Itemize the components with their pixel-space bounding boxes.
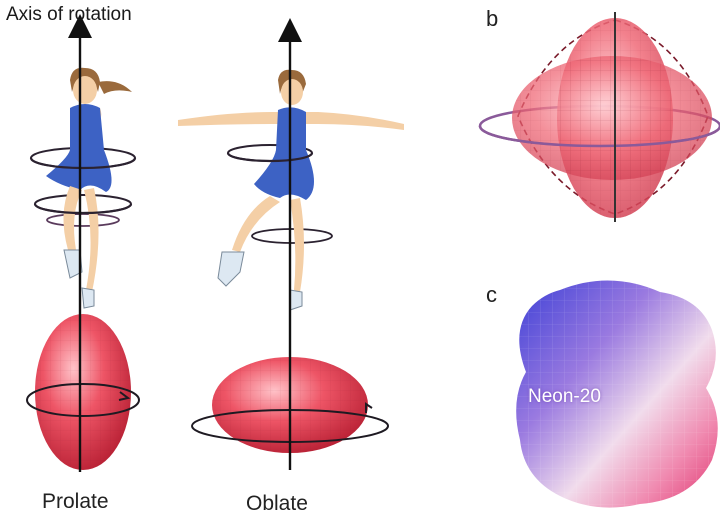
skater-leg-left [63, 186, 82, 250]
skater-leg-right [84, 188, 99, 292]
skate-left [63, 249, 83, 279]
skater-head [73, 76, 97, 104]
axis-of-rotation-label: Axis of rotation [6, 4, 132, 25]
oblate-skater-leg-right [290, 198, 304, 292]
skater-ponytail [98, 81, 132, 94]
oblate-skater-leg-left [232, 196, 280, 252]
oblate-skate-right [289, 289, 303, 311]
prolate-nucleus [26, 314, 140, 470]
skater-dress [46, 104, 112, 192]
prolate-label: Prolate [42, 490, 109, 513]
prolate-skater-figure [29, 67, 137, 309]
oblate-skater-head [281, 79, 303, 105]
spin-ring-lower [46, 213, 120, 227]
panel-b-dashed-envelope [517, 19, 709, 215]
panel-b-nuclear-shape [478, 12, 720, 222]
panel-c-label: c [486, 282, 497, 307]
oblate-spin-ring-lower [251, 228, 333, 244]
neon-20-label: Neon-20 [528, 386, 601, 407]
panel-c-neon20-shape [516, 280, 718, 508]
panel-b-label: b [486, 6, 499, 31]
oblate-skater-dress [254, 107, 314, 200]
skater-hair [70, 67, 100, 92]
oblate-label: Oblate [246, 492, 308, 515]
skate-right [81, 287, 95, 309]
prolate-orbit [26, 383, 140, 417]
oblate-skate-left [217, 251, 245, 287]
